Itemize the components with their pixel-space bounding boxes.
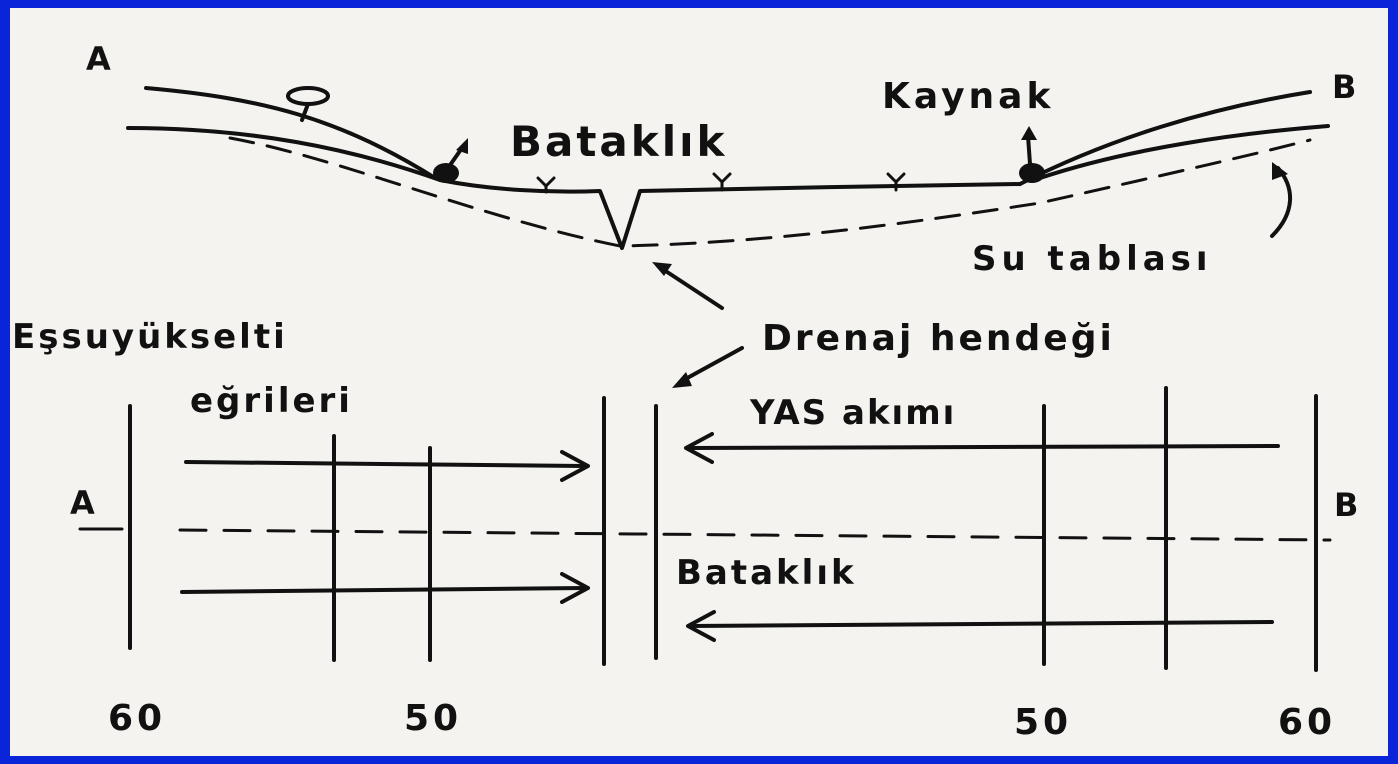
marsh-symbol xyxy=(886,172,906,192)
ground-surface-left-upper xyxy=(144,86,437,180)
ground-surface-right-lower xyxy=(1038,124,1330,180)
spring-right-icon xyxy=(1019,126,1045,183)
ditch-label: Drenaj hendeği xyxy=(762,318,1115,359)
ditch-arrowhead-upper xyxy=(652,262,672,276)
contour-value: 60 xyxy=(108,698,166,739)
flow-arrowhead-left-lower xyxy=(560,572,590,604)
flow-arrow-left-upper xyxy=(184,460,586,468)
contour-label-line2: eğrileri xyxy=(190,381,353,421)
valley-floor xyxy=(438,178,1022,250)
tree-icon xyxy=(286,86,330,122)
ditch-arrowhead-lower xyxy=(672,372,692,388)
water-table-arrowhead xyxy=(1272,162,1288,180)
plan-point-b-label: B xyxy=(1334,486,1358,524)
ditch-arrow-upper xyxy=(656,264,724,310)
marsh-symbol xyxy=(536,176,556,194)
flow-arrowhead-right-lower xyxy=(686,610,716,642)
plan-view: Eşsuyükselti eğrileri YAS akımı Bataklık… xyxy=(12,317,1358,743)
flow-arrow-left-lower xyxy=(180,586,586,594)
diagram-svg: A B Kaynak Bataklık Su tablası Drenaj he… xyxy=(12,40,1358,743)
flow-label: YAS akımı xyxy=(749,393,956,433)
point-b-label: B xyxy=(1332,68,1356,106)
flow-arrowhead-left-upper xyxy=(560,450,590,482)
marsh-symbol xyxy=(712,172,732,192)
ground-surface-right-upper xyxy=(1018,90,1312,186)
cross-section: A B Kaynak Bataklık Su tablası Drenaj he… xyxy=(86,40,1356,359)
contour-value: 50 xyxy=(404,698,462,739)
flow-arrow-right-lower xyxy=(688,620,1274,628)
ground-surface-left-lower xyxy=(126,126,442,182)
contour-value: 60 xyxy=(1278,702,1336,743)
water-table-label: Su tablası xyxy=(972,239,1213,279)
contour-label-line1: Eşsuyükselti xyxy=(12,317,288,357)
flow-arrow-right-upper xyxy=(686,444,1280,450)
flow-arrowhead-right-upper xyxy=(684,432,714,464)
spring-label: Kaynak xyxy=(882,76,1054,117)
ditch-arrow-lower xyxy=(678,346,744,384)
contour-value: 50 xyxy=(1014,702,1072,743)
spring-left-icon xyxy=(433,138,468,183)
marsh-symbols xyxy=(536,172,906,194)
section-line-dashed xyxy=(178,528,1332,542)
plan-point-a-label: A xyxy=(70,484,95,522)
point-a-label: A xyxy=(86,40,111,78)
marsh-label-top: Bataklık xyxy=(510,117,727,166)
diagram-canvas: A B Kaynak Bataklık Su tablası Drenaj he… xyxy=(10,8,1388,756)
water-table-line xyxy=(228,136,1312,248)
marsh-label-plan: Bataklık xyxy=(676,553,857,593)
